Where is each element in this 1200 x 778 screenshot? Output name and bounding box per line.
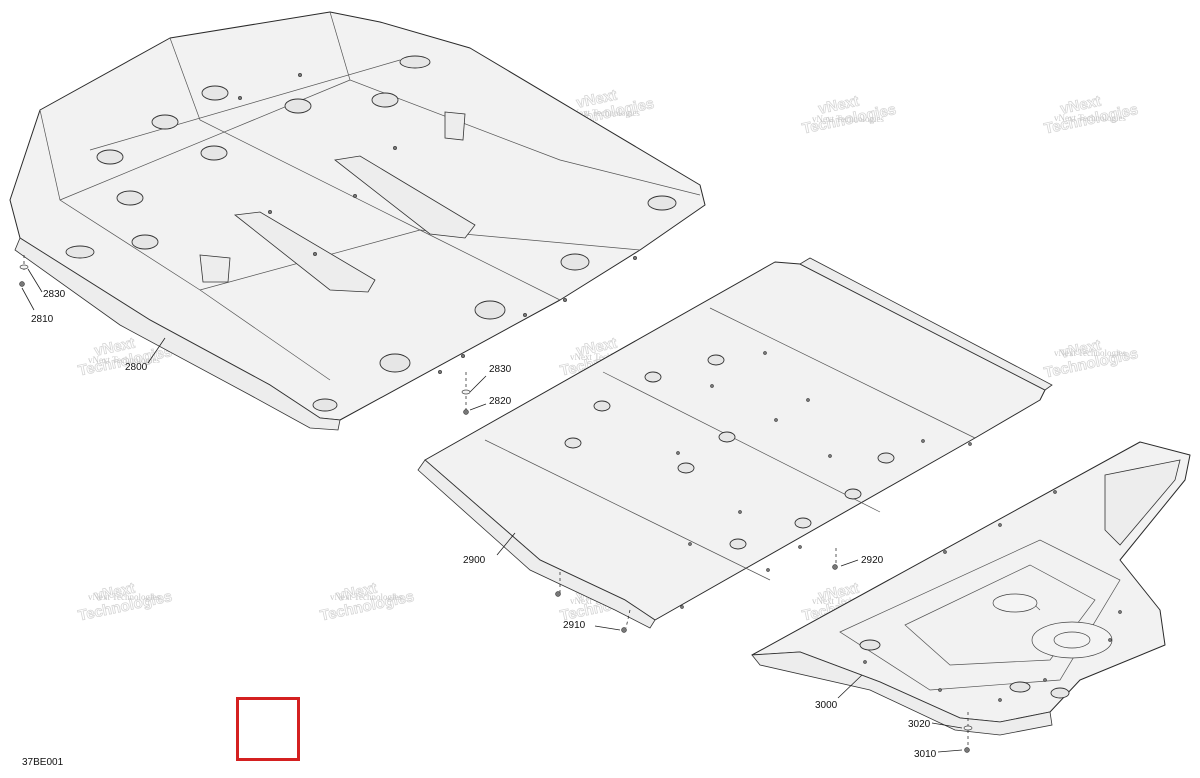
bolt-2820 xyxy=(463,409,469,415)
bolt-2920 xyxy=(832,564,838,570)
callout-2810: 2810 xyxy=(31,314,54,325)
bolt-2810 xyxy=(19,281,25,287)
skid-plate-2800[interactable] xyxy=(9,11,706,431)
highlight-selection-box[interactable] xyxy=(236,697,300,761)
bolt-3010 xyxy=(964,747,970,753)
callout-3010: 3010 xyxy=(914,749,937,760)
callout-2800: 2800 xyxy=(125,362,148,373)
bolt-2910-b xyxy=(621,627,627,633)
callout-2830-center: 2830 xyxy=(489,364,512,375)
watermark-text: vNext Technologies xyxy=(330,592,402,602)
bolt-2910-a xyxy=(555,591,561,597)
callout-2910: 2910 xyxy=(563,620,586,631)
watermark-text: vNext Technologies xyxy=(812,596,884,606)
watermark-text: vNext Technologies xyxy=(568,108,640,118)
callout-3020: 3020 xyxy=(908,719,931,730)
callout-group-3000: 3000 3020 3010 xyxy=(815,674,973,760)
callout-2820: 2820 xyxy=(489,396,512,407)
watermark-text: vNext Technologies xyxy=(1054,113,1126,123)
watermark-text: vNext Technologies xyxy=(88,355,160,365)
skid-plate-3000[interactable] xyxy=(751,441,1191,736)
watermark-text: vNext Technologies xyxy=(812,114,884,124)
watermark-text: vNext Technologies xyxy=(1054,348,1126,358)
callout-2900: 2900 xyxy=(463,555,486,566)
callout-2830-left: 2830 xyxy=(43,289,66,300)
watermark-text: vNext Technologies xyxy=(88,592,160,602)
callout-2920: 2920 xyxy=(861,555,884,566)
callout-3000: 3000 xyxy=(815,700,838,711)
callout-group-2800: 2830 2810 2800 2830 2820 xyxy=(19,255,512,415)
skid-plate-2900[interactable] xyxy=(417,257,1053,629)
document-code: 37BE001 xyxy=(22,757,64,768)
callout-group-2900: 2900 2910 2920 xyxy=(463,532,884,633)
